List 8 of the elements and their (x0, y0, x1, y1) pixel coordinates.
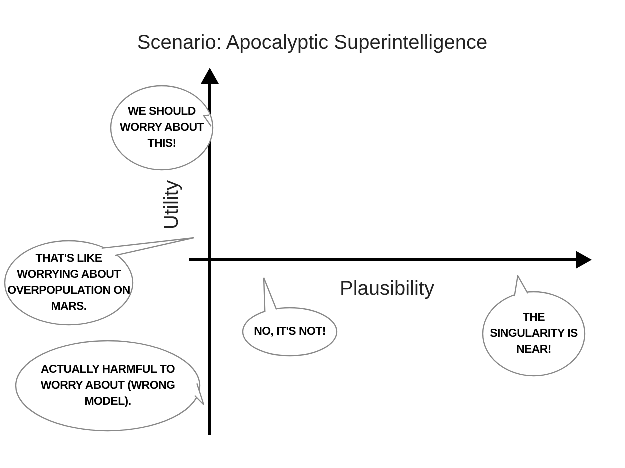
title: Scenario: Apocalyptic Superintelligence (137, 31, 488, 56)
bubble-text: WE SHOULD WORRY ABOUT THIS! (119, 105, 206, 152)
bubble-text: NO, IT'S NOT! (254, 325, 326, 340)
axis-label: Plausibility (340, 277, 434, 302)
bubble-text: ACTUALLY HARMFUL TO WORRY ABOUT (WRONG MODEL). (40, 363, 176, 410)
bubble-text: THE SINGULARITY IS NEAR! (489, 311, 579, 358)
bubble-text: THAT'S LIKE WORRYING ABOUT OVERPOPULATION ON MARS. (6, 252, 132, 315)
axis-label: Utility (160, 180, 184, 230)
